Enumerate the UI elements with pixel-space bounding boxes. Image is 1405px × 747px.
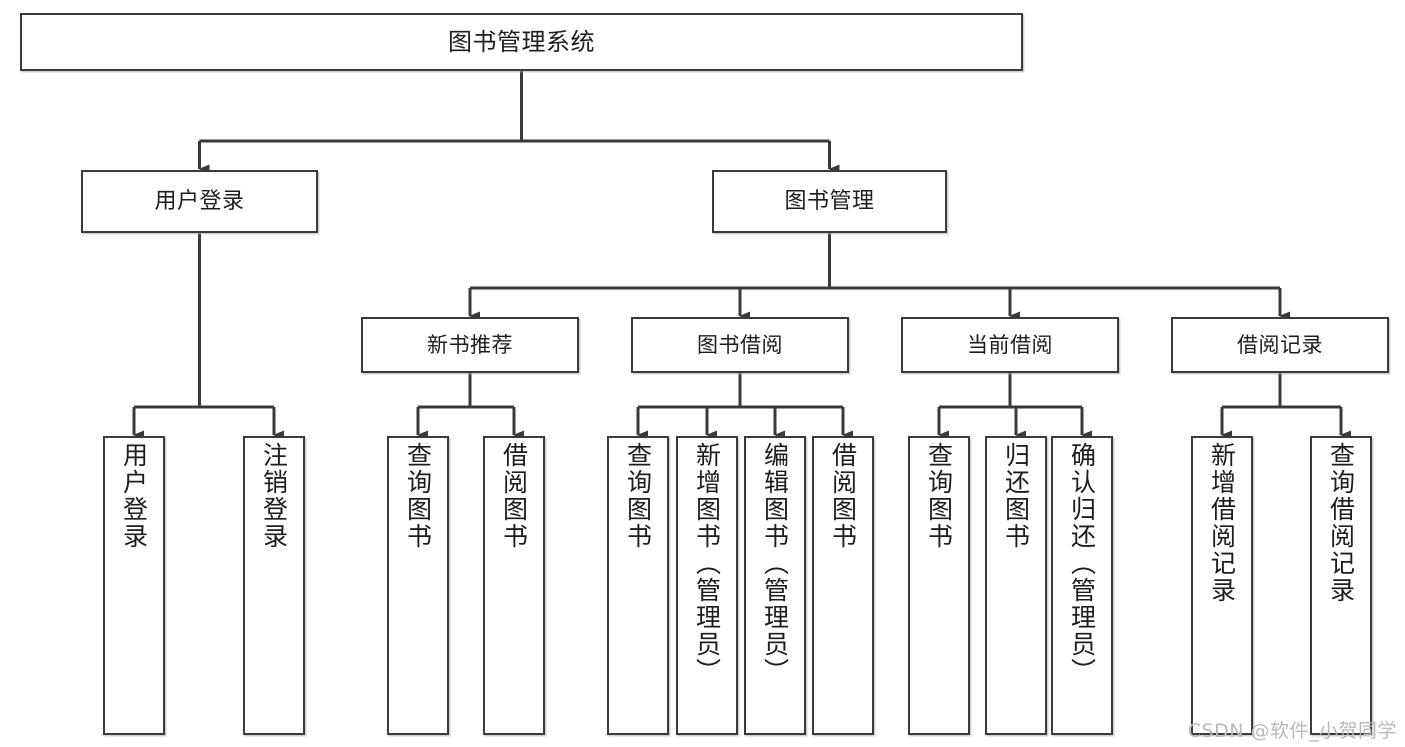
node-label: 注销登录	[259, 442, 289, 550]
node-label: 图书管理系统	[448, 28, 595, 56]
leaf-query-borrow-record[interactable]: 查询借阅记录	[1310, 436, 1372, 735]
leaf-return-book[interactable]: 归还图书	[985, 436, 1047, 735]
leaf-user-logout[interactable]: 注销登录	[243, 436, 305, 735]
node-new-book-recommend[interactable]: 新书推荐	[361, 317, 579, 373]
node-label: 借阅图书	[499, 442, 529, 550]
node-label: 图书借阅	[697, 332, 783, 357]
node-root[interactable]: 图书管理系统	[20, 13, 1023, 71]
node-current-borrow[interactable]: 当前借阅	[901, 317, 1119, 373]
node-user-login[interactable]: 用户登录	[81, 170, 318, 233]
node-label: 借阅图书	[828, 442, 858, 550]
node-label: 新书推荐	[427, 332, 513, 357]
watermark: CSDN @软件_小贺同学	[1187, 720, 1397, 742]
node-label: 确认归还（管理员）	[1067, 442, 1097, 685]
node-label: 归还图书	[1001, 442, 1031, 550]
leaf-borrow-book-recommend[interactable]: 借阅图书	[483, 436, 545, 735]
node-label: 用户登录	[119, 442, 149, 550]
node-book-borrow[interactable]: 图书借阅	[631, 317, 849, 373]
node-label: 查询借阅记录	[1326, 442, 1356, 604]
leaf-query-book-borrow[interactable]: 查询图书	[607, 436, 669, 735]
node-label: 借阅记录	[1237, 332, 1323, 357]
node-label: 图书管理	[784, 188, 875, 214]
leaf-edit-book-admin[interactable]: 编辑图书（管理员）	[744, 436, 806, 735]
leaf-add-book-admin[interactable]: 新增图书（管理员）	[676, 436, 738, 735]
leaf-query-book-current[interactable]: 查询图书	[908, 436, 970, 735]
node-label: 新增图书（管理员）	[692, 442, 722, 685]
node-label: 当前借阅	[967, 332, 1053, 357]
node-borrow-record[interactable]: 借阅记录	[1171, 317, 1389, 373]
node-label: 查询图书	[924, 442, 954, 550]
node-label: 用户登录	[154, 188, 245, 214]
node-label: 查询图书	[403, 442, 433, 550]
node-label: 新增借阅记录	[1207, 442, 1237, 604]
leaf-add-borrow-record[interactable]: 新增借阅记录	[1191, 436, 1253, 735]
node-label: 编辑图书（管理员）	[760, 442, 790, 685]
leaf-query-book-recommend[interactable]: 查询图书	[387, 436, 449, 735]
leaf-borrow-book[interactable]: 借阅图书	[812, 436, 874, 735]
node-book-manage[interactable]: 图书管理	[712, 170, 947, 233]
node-label: 查询图书	[623, 442, 653, 550]
leaf-user-login[interactable]: 用户登录	[103, 436, 165, 735]
leaf-confirm-return-admin[interactable]: 确认归还（管理员）	[1051, 436, 1113, 735]
